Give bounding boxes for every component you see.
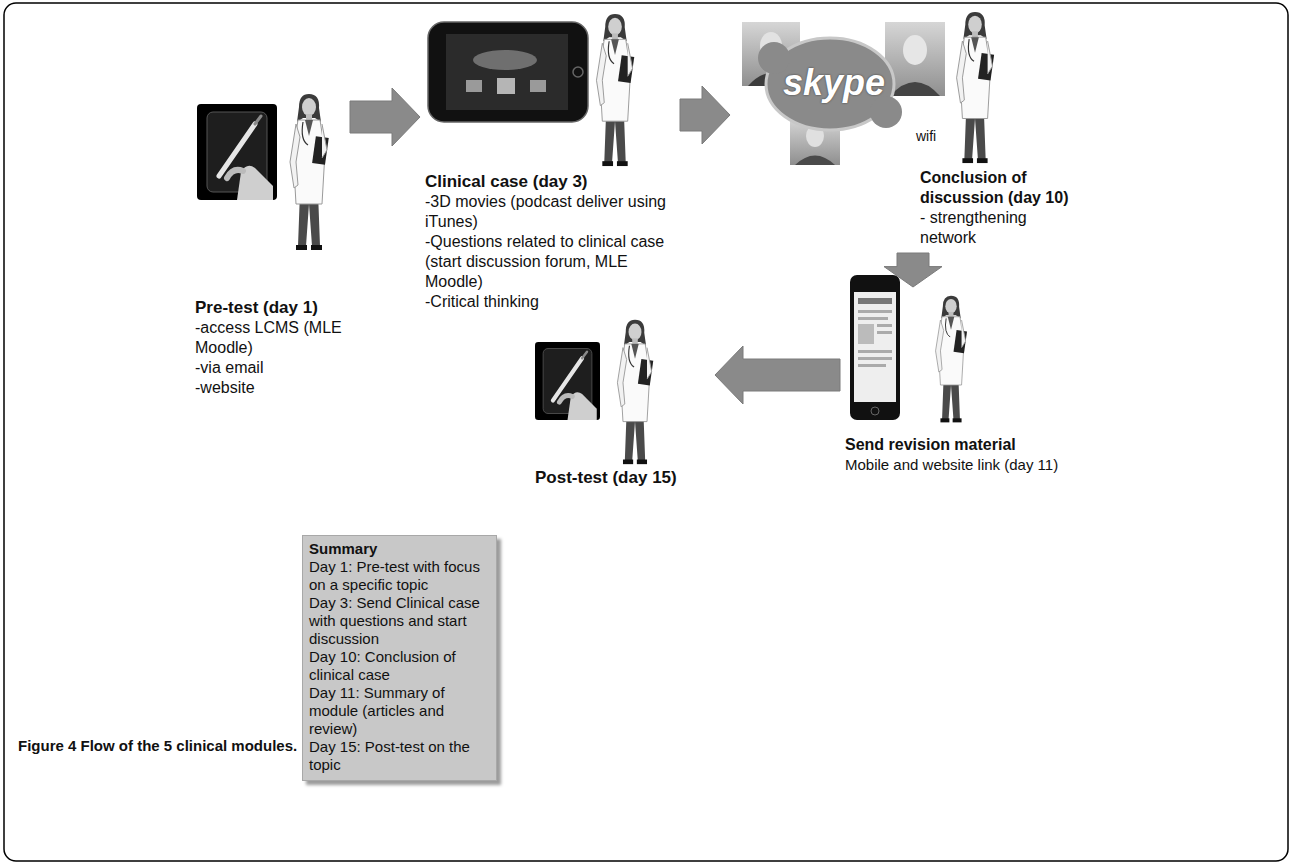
illustration-part	[290, 94, 329, 250]
network-label: wifi	[916, 128, 936, 144]
stage-heading: Send revision material	[845, 435, 1090, 455]
picture-space	[845, 292, 1090, 435]
illustration-part	[871, 407, 879, 415]
logo-text: skype	[783, 62, 885, 104]
illustration-part	[957, 12, 995, 163]
picture-space	[530, 318, 710, 468]
illustration-part	[903, 35, 927, 65]
illustration-part	[936, 296, 967, 423]
flow-arrow	[884, 253, 942, 287]
stage-text: Day 3: Send Clinical case with questions…	[309, 594, 490, 648]
illustration-part	[617, 320, 653, 464]
stage-heading: Summary	[309, 540, 490, 558]
illustration-part	[535, 342, 600, 420]
illustration-part	[573, 67, 583, 77]
stage-group: Send revision materialMobile and website…	[845, 292, 1090, 475]
illustration-part	[530, 80, 546, 92]
illustration-part	[428, 22, 588, 122]
illustration-part	[858, 317, 888, 320]
illustration-part	[877, 324, 892, 327]
stage-text: Day 1: Pre-test with focus on a specific…	[309, 558, 490, 594]
flow-arrow	[350, 88, 420, 146]
illustration-part	[466, 80, 482, 92]
stage-text: - strengthening network	[920, 208, 1085, 248]
stage-text: -access LCMS (MLE Moodle)	[195, 318, 345, 358]
illustration-part	[858, 324, 874, 344]
picture-space	[195, 90, 345, 298]
stage-group: Clinical case (day 3)-3D movies (podcast…	[425, 10, 675, 312]
illustration-part	[858, 350, 892, 353]
illustration-part	[850, 275, 900, 420]
summary-box: SummaryDay 1: Pre-test with focus on a s…	[302, 535, 497, 781]
illustration-part	[854, 292, 896, 402]
flow-arrow	[680, 86, 730, 144]
stage-heading: Pre-test (day 1)	[195, 298, 345, 318]
stage-text: Day 15: Post-test on the topic	[309, 738, 490, 774]
figure-caption: Figure 4 Flow of the 5 clinical modules.	[18, 737, 297, 754]
illustration-part	[497, 78, 515, 94]
stage-heading: Post-test (day 15)	[535, 468, 710, 488]
illustration-part	[197, 104, 277, 200]
illustration-part	[890, 82, 940, 96]
stage-text: Day 10: Conclusion of clinical case	[309, 648, 490, 684]
illustration-part	[473, 50, 537, 70]
stage-group: Post-test (day 15)	[530, 318, 710, 488]
illustration-part	[795, 156, 835, 166]
illustration-part	[4, 3, 1288, 861]
stage-text: Day 11: Summary of module (articles and …	[309, 684, 490, 738]
illustration-part	[446, 34, 568, 110]
stage-text: -website	[195, 378, 345, 398]
illustration-part	[877, 331, 892, 334]
stage-text: Mobile and website link (day 11)	[845, 455, 1090, 475]
flow-arrow	[715, 346, 840, 404]
illustration-part	[858, 364, 886, 367]
stage-text: -Critical thinking	[425, 292, 675, 312]
illustration-part	[858, 310, 892, 313]
illustration-part	[596, 14, 634, 166]
stage-heading: Clinical case (day 3)	[425, 172, 675, 192]
stage-group: Pre-test (day 1)-access LCMS (MLE Moodle…	[195, 90, 345, 398]
illustration-part	[858, 298, 892, 304]
stage-text: -Questions related to clinical case (sta…	[425, 232, 675, 292]
stage-text: -via email	[195, 358, 345, 378]
stage-heading: Conclusion of discussion (day 10)	[920, 168, 1085, 208]
illustration-part	[858, 357, 892, 360]
stage-group: Conclusion of discussion (day 10)- stren…	[735, 5, 1085, 248]
picture-space	[425, 10, 675, 172]
stage-text: -3D movies (podcast deliver using iTunes…	[425, 192, 675, 232]
